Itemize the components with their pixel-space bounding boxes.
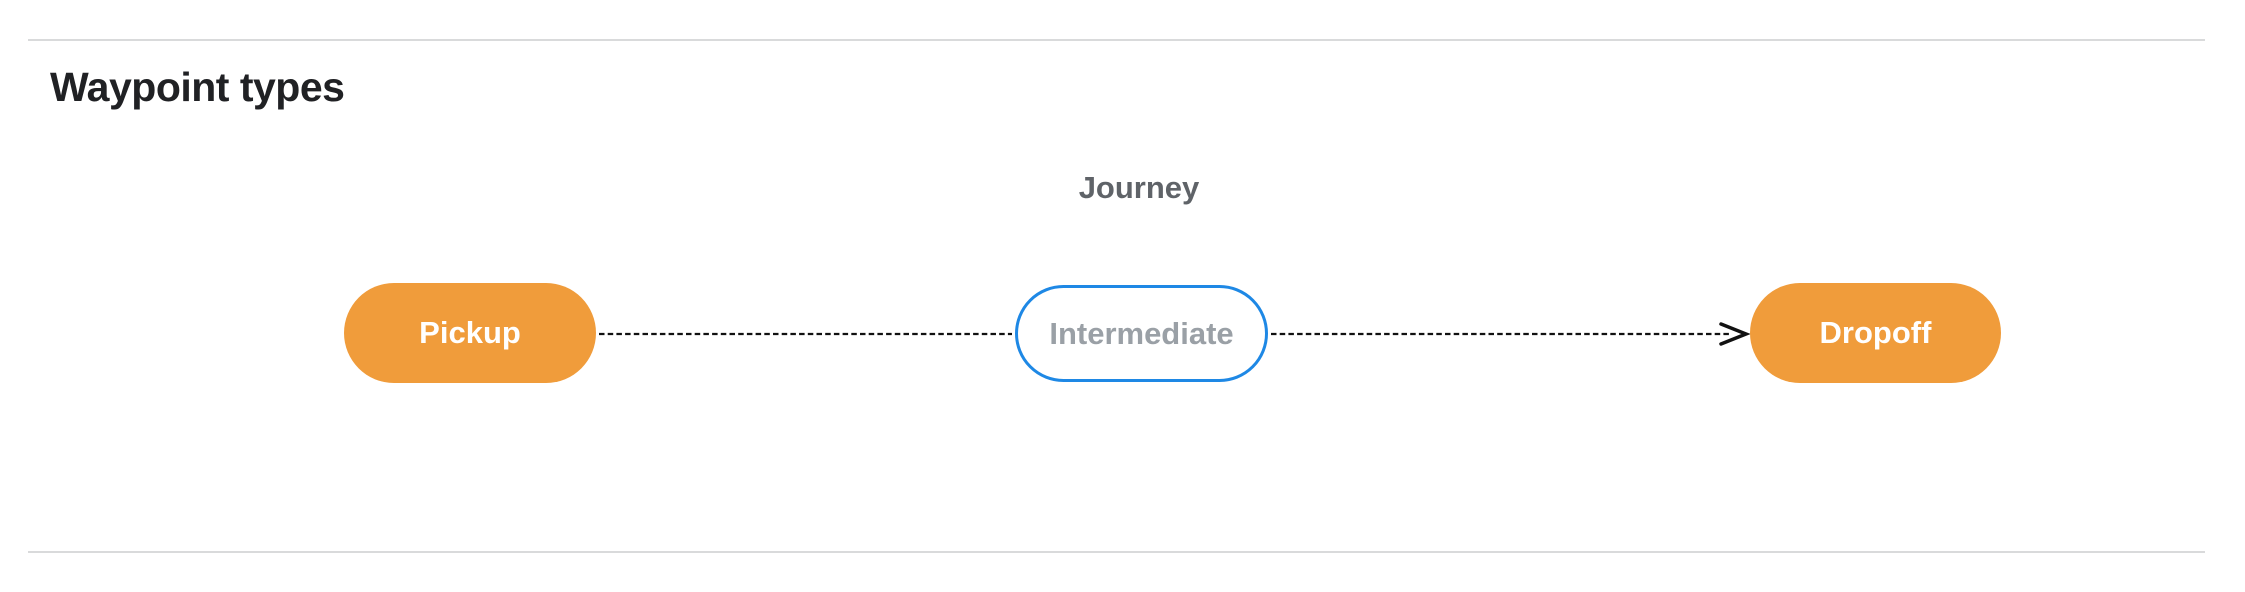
node-pickup-label: Pickup <box>419 315 521 350</box>
arrowhead-icon <box>1719 322 1751 346</box>
journey-label: Journey <box>1078 170 1200 205</box>
node-intermediate: Intermediate <box>1015 285 1268 382</box>
section-title: Waypoint types <box>50 64 345 110</box>
node-dropoff-label: Dropoff <box>1819 315 1932 350</box>
top-divider <box>28 39 2205 41</box>
node-intermediate-label: Intermediate <box>1049 315 1234 351</box>
node-pickup: Pickup <box>344 283 596 383</box>
node-dropoff: Dropoff <box>1750 283 2001 383</box>
bottom-divider <box>28 551 2205 553</box>
